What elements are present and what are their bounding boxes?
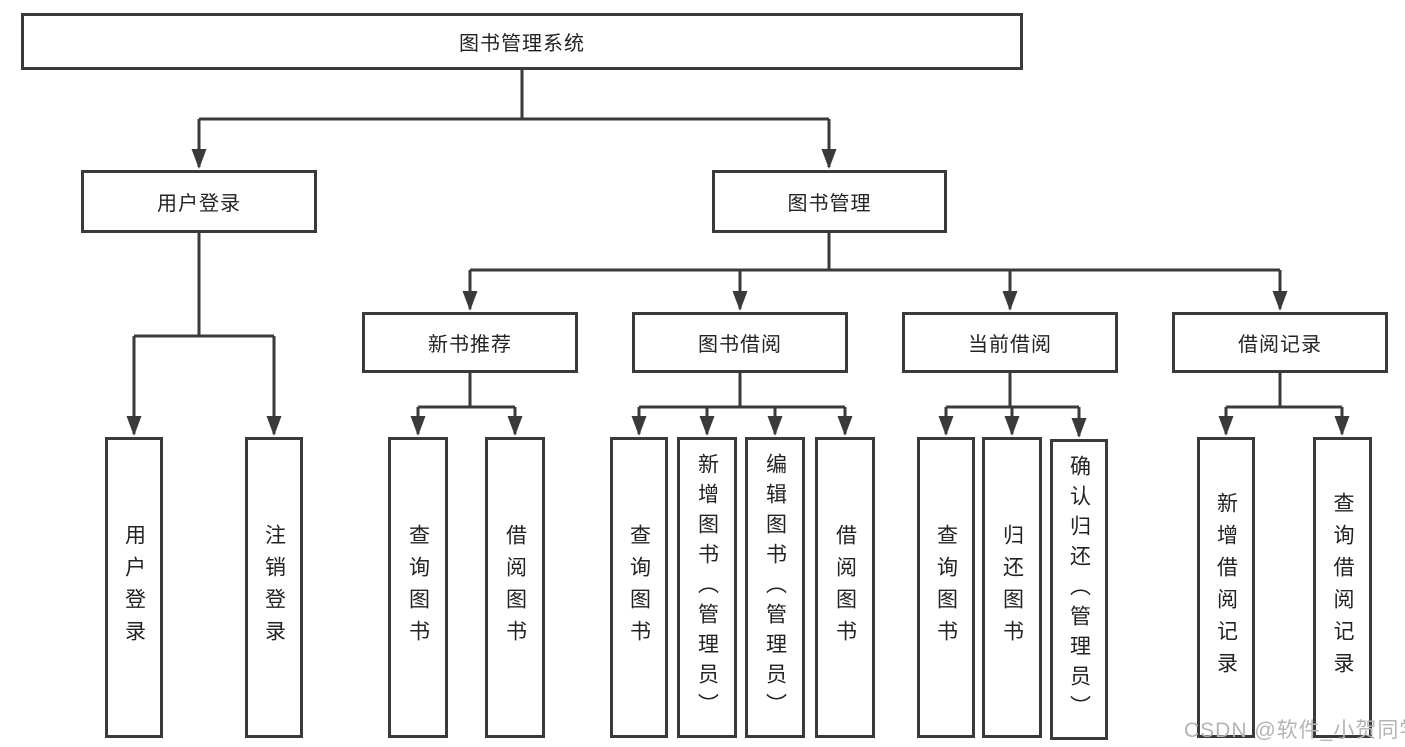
- leaf-confirm-return-admin-label: 确认归还（管理员）: [1067, 454, 1091, 725]
- leaf-edit-book-admin: 编辑图书（管理员）: [745, 437, 805, 738]
- leaf-borrow-books-label: 借阅图书: [833, 523, 857, 652]
- leaf-add-borrow-record: 新增借阅记录: [1197, 437, 1255, 738]
- leaf-add-borrow-record-label: 新增借阅记录: [1214, 491, 1238, 684]
- leaf-confirm-return-admin: 确认归还（管理员）: [1050, 439, 1108, 740]
- node-new-book-recommend: 新书推荐: [362, 312, 578, 373]
- node-library-system: 图书管理系统: [21, 13, 1023, 70]
- node-user-login: 用户登录: [81, 170, 317, 233]
- leaf-query-books-current-label: 查询图书: [934, 523, 958, 652]
- leaf-return-books-label: 归还图书: [1000, 523, 1024, 652]
- leaf-add-book-admin-label: 新增图书（管理员）: [695, 452, 719, 723]
- leaf-borrow-books-recommend-label: 借阅图书: [503, 523, 527, 652]
- leaf-query-books-recommend-label: 查询图书: [406, 523, 430, 652]
- leaf-return-books: 归还图书: [982, 437, 1042, 738]
- csdn-watermark: CSDN @软件_小贺同学: [1184, 719, 1405, 742]
- leaf-query-books-borrow: 查询图书: [610, 437, 668, 738]
- leaf-query-books-borrow-label: 查询图书: [627, 523, 651, 652]
- leaf-query-borrow-record-label: 查询借阅记录: [1331, 491, 1354, 684]
- leaf-query-books-current: 查询图书: [917, 437, 975, 738]
- leaf-add-book-admin: 新增图书（管理员）: [677, 437, 737, 738]
- leaf-query-borrow-record: 查询借阅记录: [1313, 437, 1372, 738]
- leaf-edit-book-admin-label: 编辑图书（管理员）: [763, 452, 787, 723]
- leaf-logout: 注销登录: [245, 437, 303, 738]
- leaf-query-books-recommend: 查询图书: [388, 437, 448, 738]
- node-book-borrowing: 图书借阅: [632, 312, 848, 373]
- node-borrowing-records: 借阅记录: [1172, 312, 1388, 373]
- node-book-management: 图书管理: [712, 170, 947, 233]
- leaf-user-login: 用户登录: [105, 437, 163, 738]
- leaf-logout-label: 注销登录: [262, 523, 286, 652]
- node-current-borrowing: 当前借阅: [902, 312, 1118, 373]
- leaf-borrow-books: 借阅图书: [815, 437, 875, 738]
- leaf-borrow-books-recommend: 借阅图书: [485, 437, 545, 738]
- leaf-user-login-label: 用户登录: [122, 523, 146, 652]
